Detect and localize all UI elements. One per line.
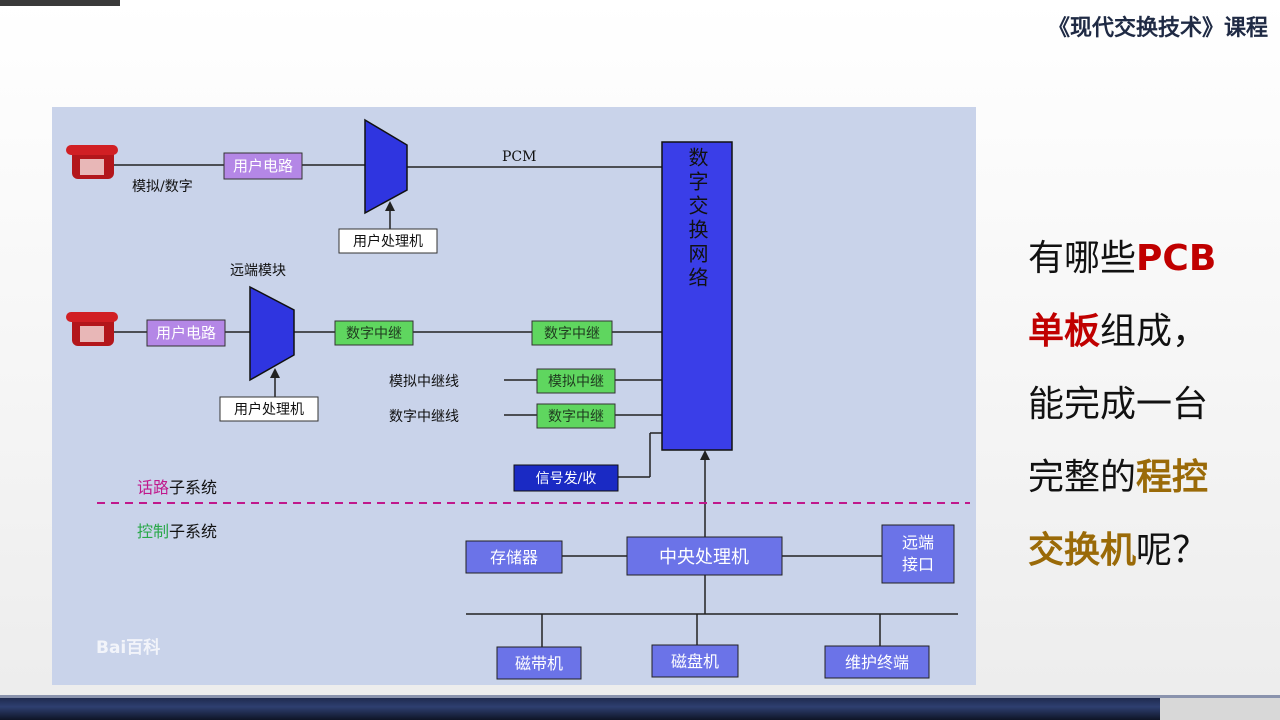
user-processor-box-1	[338, 228, 438, 254]
question-line-4: 完整的程控	[1028, 457, 1209, 498]
switch-network-label: 数字交换网络	[685, 147, 709, 291]
analog-trunk-label: 模拟中继	[548, 374, 604, 390]
switch-network-box	[661, 141, 733, 451]
maintenance-terminal-box	[824, 645, 930, 679]
signal-box-label: 信号发/收	[536, 471, 597, 487]
user-circuit-box-1	[223, 152, 303, 180]
connection-lines	[114, 164, 958, 647]
user-processor-label-2: 用户处理机	[234, 401, 304, 418]
question-text: 有哪些PCB 单板组成， 能完成一台 完整的程控 交换机呢？	[1028, 222, 1268, 587]
storage-label: 存储器	[490, 548, 538, 567]
tape-drive-label: 磁带机	[515, 654, 563, 673]
user-circuit-label-1: 用户电路	[233, 157, 293, 175]
digital-trunk-line-label: 数字中继线	[389, 409, 459, 425]
user-circuit-box-2	[146, 319, 226, 347]
user-circuit-label-2: 用户电路	[156, 324, 216, 342]
digital-trunk-box-3	[536, 403, 616, 429]
switching-system-diagram: 用户电路 用户电路 用户处理机 用户处理机 PCM 模拟/数字 远端模块 数字中…	[52, 107, 976, 685]
analog-digital-label: 模拟/数字	[132, 179, 193, 195]
disk-drive-box	[651, 644, 739, 678]
concentrator-2	[249, 285, 295, 382]
remote-interface-box	[881, 524, 955, 584]
question-line-5: 交换机呢？	[1028, 530, 1209, 571]
digital-trunk-box-local	[531, 320, 613, 346]
question-line-3: 能完成一台	[1028, 384, 1209, 425]
digital-trunk-box-remote	[334, 320, 414, 346]
footer-light-segment	[1160, 698, 1280, 720]
cpu-label: 中央处理机	[659, 547, 749, 568]
disk-drive-label: 磁盘机	[671, 652, 719, 671]
question-line-2: 单板组成，	[1028, 311, 1209, 352]
signal-box	[513, 464, 619, 492]
question-line-1: 有哪些PCB	[1028, 238, 1217, 279]
analog-trunk-line-label: 模拟中继线	[389, 374, 459, 390]
concentrator-1	[364, 118, 408, 215]
top-corner-bar	[0, 0, 120, 6]
diagram-canvas: 用户电路 用户电路 用户处理机 用户处理机 PCM 模拟/数字 远端模块 数字中…	[66, 118, 970, 680]
course-title: 《现代交换技术》课程	[1047, 15, 1268, 41]
arrowheads	[270, 201, 710, 460]
storage-box	[465, 540, 563, 574]
phone-icon-2	[66, 312, 118, 346]
phone-icon-1	[66, 145, 118, 179]
tape-drive-box	[496, 646, 582, 680]
user-processor-label-1: 用户处理机	[353, 233, 423, 250]
analog-trunk-box	[536, 368, 616, 394]
remote-interface-label-1: 远端	[902, 533, 934, 552]
control-subsystem-label: 控制子系统	[137, 522, 217, 541]
digital-trunk-label-remote: 数字中继	[346, 326, 402, 342]
remote-module-label: 远端模块	[230, 263, 286, 279]
footer-bar	[0, 698, 1280, 720]
remote-interface-label-2: 接口	[902, 555, 934, 574]
speech-subsystem-label: 话路子系统	[137, 478, 217, 497]
maintenance-terminal-label: 维护终端	[845, 653, 909, 672]
digital-trunk-label-local: 数字中继	[544, 326, 600, 342]
baidu-watermark-logo: Bai百科	[96, 637, 160, 658]
pcm-label: PCM	[502, 149, 536, 165]
cpu-box	[626, 536, 783, 576]
user-processor-box-2	[219, 396, 319, 422]
footer-accent-line	[0, 695, 1280, 698]
digital-trunk-label-3: 数字中继	[548, 409, 604, 425]
